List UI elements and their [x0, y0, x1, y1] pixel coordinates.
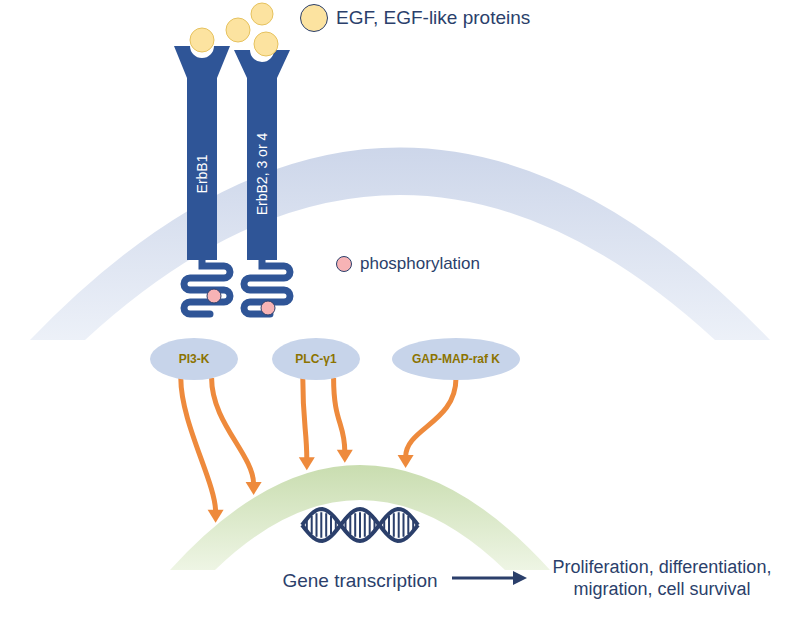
receptor-stem: ErbB1 [187, 88, 217, 260]
receptor-name: ErbB2, 3 or 4 [254, 133, 270, 216]
ligand [190, 28, 214, 52]
nucleus-band: Gene transcription [170, 440, 550, 592]
signal-arrow [212, 378, 262, 495]
ligand [254, 32, 278, 56]
arrowhead [398, 455, 414, 468]
ligand [251, 3, 273, 25]
signal-arrow-line [406, 378, 456, 457]
ligand [226, 18, 250, 42]
receptor-stem: ErbB2, 3 or 4 [247, 88, 277, 260]
signal-arrow [299, 378, 315, 470]
pathway-ellipse: GAP-MAP-raf K [392, 338, 520, 380]
legend-swatch [300, 4, 328, 32]
signal-arrow-line [212, 378, 254, 484]
phospho-dot [261, 301, 275, 315]
phospho-dot [207, 289, 221, 303]
receptor-intracellular [244, 258, 290, 314]
legend-row: phosphorylation [336, 254, 480, 274]
outcome-label: Proliferation, differentiation, migratio… [532, 556, 792, 601]
arrowhead [299, 457, 315, 470]
pathway-name: PLC-γ1 [295, 352, 336, 366]
arrowhead [208, 510, 224, 523]
nucleus-illustration [170, 440, 550, 592]
signal-arrow [334, 378, 353, 463]
output-arrowhead [513, 571, 527, 585]
legend-row: EGF, EGF-like proteins [300, 4, 530, 32]
pathway-name: PI3-K [179, 352, 210, 366]
receptor-name: ErbB1 [194, 155, 210, 194]
arrowhead [246, 482, 262, 495]
receptor-intracellular [184, 258, 230, 314]
arrowhead [337, 450, 353, 463]
legend-text: phosphorylation [360, 254, 480, 274]
cell-membrane [30, 148, 770, 341]
signal-arrow-line [181, 378, 216, 512]
signal-arrow [398, 378, 456, 468]
output-arrow [452, 577, 515, 580]
nucleus-caption: Gene transcription [170, 570, 550, 592]
signal-arrow-line [334, 378, 345, 452]
pathway-name: GAP-MAP-raf K [412, 352, 500, 366]
pathway-ellipse: PLC-γ1 [272, 338, 360, 380]
legend-text: EGF, EGF-like proteins [336, 7, 530, 29]
signal-arrow-line [303, 378, 307, 459]
pathway-ellipse: PI3-K [150, 338, 238, 380]
legend-swatch [336, 256, 352, 272]
